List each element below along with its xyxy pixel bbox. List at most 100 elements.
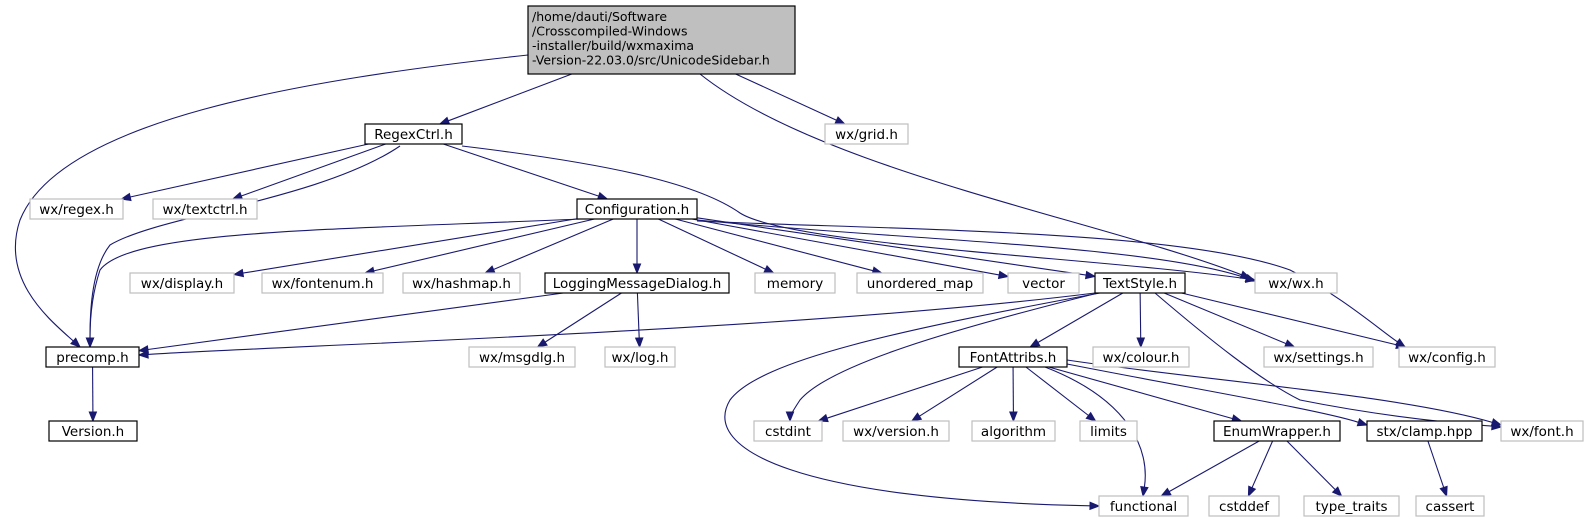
node-enumwrapper[interactable]: EnumWrapper.h xyxy=(1213,420,1341,442)
arrowhead xyxy=(834,116,846,125)
edge-textstyle-to-precomp xyxy=(137,292,1096,359)
arrowhead xyxy=(137,350,149,359)
node-algorithm: algorithm xyxy=(971,420,1056,442)
node-box xyxy=(261,272,384,294)
node-label: wx/version.h xyxy=(853,424,939,440)
node-wxwx: wx/wx.h xyxy=(1254,272,1338,294)
node-box xyxy=(754,272,836,294)
node-label: wx/msgdlg.h xyxy=(479,350,565,366)
edge-configuration-to-wxfontenum xyxy=(363,218,595,276)
edge-fontattribs-to-wxfont xyxy=(1066,359,1503,427)
node-label: cstdint xyxy=(765,424,811,440)
node-box xyxy=(152,198,258,220)
node-label: algorithm xyxy=(981,424,1046,440)
arrowhead xyxy=(1084,270,1097,280)
node-box xyxy=(1098,495,1189,517)
edge-line xyxy=(448,73,572,122)
edge-line xyxy=(1181,292,1397,346)
edges-layer xyxy=(14,54,1503,511)
edge-configuration-to-loggingmessagedialog xyxy=(632,219,642,275)
node-wxdisplay: wx/display.h xyxy=(129,272,235,294)
node-wxhashmap: wx/hashmap.h xyxy=(402,272,521,294)
node-box xyxy=(402,272,521,294)
edge-regexctrl-to-wxtextctrl xyxy=(231,143,386,200)
edge-line xyxy=(89,218,581,339)
nodes-layer: /home/dauti/Software/Crosscompiled-Windo… xyxy=(29,5,1584,517)
arrowhead xyxy=(910,412,923,422)
node-box xyxy=(29,198,124,220)
edge-line xyxy=(147,292,564,351)
node-box xyxy=(1500,420,1584,442)
node-label: -Version-22.03.0/src/UnicodeSidebar.h xyxy=(532,53,770,68)
node-configuration[interactable]: Configuration.h xyxy=(576,198,698,220)
node-label: vector xyxy=(1022,276,1065,292)
node-label: precomp.h xyxy=(56,350,128,366)
edge-fontattribs-to-wxversion xyxy=(910,366,998,422)
edge-fontattribs-to-enumwrapper xyxy=(1048,366,1243,423)
edge-textstyle-to-functional xyxy=(724,292,1101,511)
node-box xyxy=(604,346,676,368)
edge-configuration-to-wxwx xyxy=(696,219,1257,283)
node-label: wx/config.h xyxy=(1408,350,1486,366)
node-precomp[interactable]: precomp.h xyxy=(45,346,140,368)
edge-line xyxy=(658,218,766,270)
node-loggingmessagedialog[interactable]: LoggingMessageDialog.h xyxy=(544,272,730,294)
node-label: Version.h xyxy=(62,424,125,440)
edge-enumwrapper-to-cstddef xyxy=(1247,440,1274,498)
arrowhead xyxy=(817,413,829,423)
arrowhead xyxy=(632,263,642,275)
node-label: /home/dauti/Software xyxy=(532,9,667,24)
node-wxmsgdlg: wx/msgdlg.h xyxy=(468,346,576,368)
node-label: LoggingMessageDialog.h xyxy=(553,276,722,292)
node-root[interactable]: /home/dauti/Software/Crosscompiled-Windo… xyxy=(527,5,796,75)
edge-line xyxy=(724,292,1101,507)
edge-line xyxy=(699,73,1242,276)
edge-line xyxy=(461,145,1247,280)
edge-root-to-wxgrid xyxy=(735,73,846,125)
node-box xyxy=(364,123,463,145)
edge-configuration-to-wxdisplay xyxy=(232,218,578,278)
node-box xyxy=(468,346,576,368)
node-box xyxy=(1415,495,1485,517)
arrowhead xyxy=(1085,411,1097,422)
arrowhead xyxy=(785,411,795,423)
edge-line xyxy=(675,218,874,272)
arrowhead xyxy=(1009,411,1018,423)
edge-line xyxy=(735,73,837,121)
node-version[interactable]: Version.h xyxy=(48,420,138,442)
arrowhead xyxy=(70,337,82,348)
node-textstyle[interactable]: TextStyle.h xyxy=(1094,272,1186,294)
edge-line xyxy=(1163,292,1287,345)
node-label: /Crosscompiled-Windows xyxy=(532,24,687,39)
edge-line xyxy=(1048,366,1233,420)
edge-line xyxy=(14,54,529,342)
edge-line xyxy=(89,145,401,339)
edge-configuration-to-vector xyxy=(691,218,1010,280)
node-label: wx/wx.h xyxy=(1268,276,1323,292)
node-fontattribs[interactable]: FontAttribs.h xyxy=(958,346,1068,368)
arrowhead xyxy=(1247,485,1257,498)
edge-line xyxy=(696,217,1087,276)
arrowhead xyxy=(1439,485,1448,498)
edge-textstyle-to-wxconfig xyxy=(1181,292,1407,349)
node-stxclamp[interactable]: stx/clamp.hpp xyxy=(1366,420,1483,442)
edge-line xyxy=(443,143,599,197)
node-box xyxy=(958,346,1068,368)
edge-line xyxy=(636,292,640,339)
arrowhead xyxy=(997,270,1010,280)
edge-loggingmessagedialog-to-wxlog xyxy=(634,292,644,349)
node-wxsettings: wx/settings.h xyxy=(1263,346,1374,368)
arrowhead xyxy=(231,191,244,200)
edge-enumwrapper-to-functional xyxy=(1160,440,1260,497)
arrowhead xyxy=(1140,485,1149,498)
node-box xyxy=(1079,420,1138,442)
edge-line xyxy=(1037,292,1124,343)
node-label: wx/settings.h xyxy=(1273,350,1363,366)
node-cassert: cassert xyxy=(1415,495,1485,517)
node-box xyxy=(971,420,1056,442)
node-regexctrl[interactable]: RegexCtrl.h xyxy=(364,123,463,145)
arrowhead xyxy=(1160,487,1172,497)
node-limits: limits xyxy=(1079,420,1138,442)
node-label: functional xyxy=(1110,499,1177,515)
node-box xyxy=(527,5,796,75)
